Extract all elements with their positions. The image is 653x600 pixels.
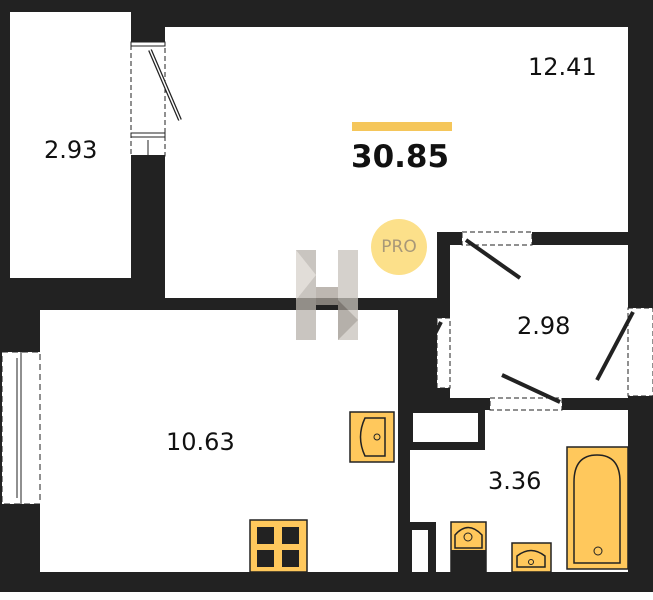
balcony-door-opening — [130, 41, 166, 157]
bathroom-sink-icon — [511, 542, 552, 573]
toilet-icon — [450, 521, 487, 573]
bathtub-icon — [566, 446, 629, 570]
room-area-label: 12.41 — [528, 53, 597, 81]
pro-badge: PRO — [371, 219, 427, 275]
logo-watermark — [296, 250, 358, 340]
bathroom-door — [489, 397, 563, 411]
bathroom-area-label: 3.36 — [488, 467, 542, 495]
hallway-door-top — [461, 231, 533, 246]
kitchen-door — [436, 317, 451, 389]
total-area-bar — [352, 122, 452, 131]
hallway-area-label: 2.98 — [517, 312, 571, 340]
kitchen-area-label: 10.63 — [166, 428, 235, 456]
shaft-inner — [413, 413, 478, 442]
kitchen-sink-icon — [349, 411, 395, 463]
kitchen-floor — [40, 310, 398, 572]
stove-icon — [249, 519, 308, 573]
balcony-floor — [10, 12, 131, 278]
balcony-area-label: 2.93 — [44, 136, 98, 164]
total-area: 30.85 — [351, 139, 450, 175]
room-floor — [165, 27, 628, 298]
pipe-box-inner — [412, 530, 428, 572]
entrance-door — [627, 307, 653, 397]
hallway-floor — [450, 245, 628, 398]
